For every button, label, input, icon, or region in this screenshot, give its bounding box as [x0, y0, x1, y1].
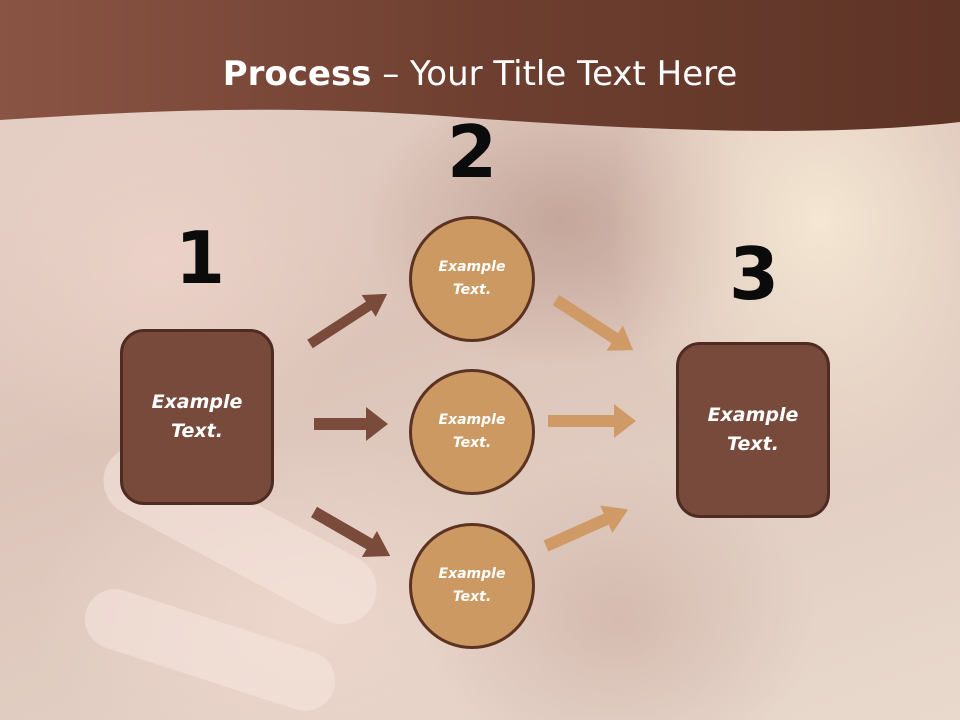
step-number-2: 2	[446, 110, 498, 194]
arrow-top-to-3	[552, 294, 634, 351]
title-rest: – Your Title Text Here	[371, 54, 738, 94]
title-bold: Process	[222, 54, 372, 94]
step-1-label: Example Text.	[151, 391, 243, 442]
step-3-label: Example Text.	[707, 404, 799, 455]
step-2-label-middle: Example Text.	[438, 412, 506, 451]
arrow-bottom-to-3	[543, 505, 629, 552]
step-2-circle-bottom: Example Text.	[409, 523, 535, 649]
step-2-label-bottom: Example Text.	[438, 566, 506, 605]
step-1-box: Example Text.	[120, 329, 274, 505]
step-2-label-top: Example Text.	[438, 259, 506, 298]
arrow-1-to-middle	[314, 407, 388, 441]
step-number-1: 1	[174, 216, 226, 300]
arrow-1-to-bottom	[311, 506, 391, 557]
step-2-circle-top: Example Text.	[409, 216, 535, 342]
step-3-box: Example Text.	[676, 342, 830, 518]
arrow-middle-to-3	[548, 404, 636, 438]
slide-title: Process – Your Title Text Here	[0, 52, 960, 96]
step-number-3: 3	[728, 232, 780, 316]
title-banner	[0, 0, 960, 131]
arrow-1-to-top	[307, 293, 388, 349]
step-2-circle-middle: Example Text.	[409, 369, 535, 495]
